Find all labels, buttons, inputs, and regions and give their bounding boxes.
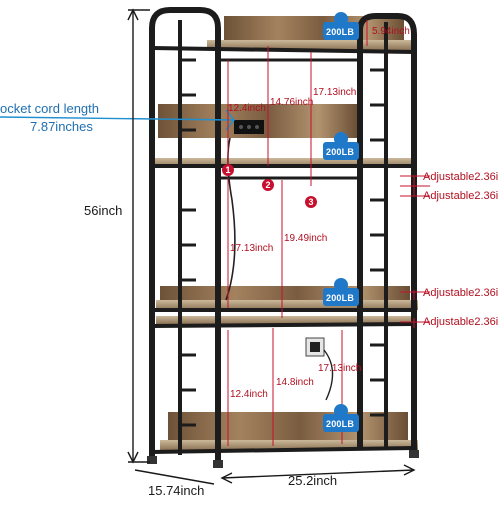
lower-power-cord (323, 349, 334, 401)
weight-badge-icon (323, 12, 359, 40)
weight-badge-icon (323, 404, 359, 432)
third-shelf-edge (156, 300, 418, 310)
weight-badge-icon (323, 132, 359, 160)
frame-rails (151, 46, 415, 454)
capacity-label-top: 200LB (326, 27, 355, 37)
capacity-label-bottom: 200LB (326, 419, 355, 429)
dim-17-13-top: 17.13inch (313, 87, 357, 98)
inner-dimensions (227, 20, 430, 446)
socket-cord-leader (0, 109, 235, 131)
power-socket-icon (234, 120, 264, 134)
adjustable-label-4: Adjustable2.36i (423, 316, 499, 328)
top-shelf-edge (207, 40, 415, 50)
adjustable-label-1: Adjustable2.36i (423, 171, 499, 183)
lower-socket-icon (305, 337, 325, 357)
dim-17-13-bottom: 17.13inch (318, 363, 362, 374)
dim-12-4-bottom: 12.4inch (230, 389, 268, 400)
capacity-label-second: 200LB (326, 147, 355, 157)
overall-dimensions (127, 8, 416, 485)
top-gap-label: 5.94inch (372, 26, 410, 37)
width-label: 25.2inch (288, 473, 338, 488)
adjustable-label-2: Adjustable2.36i (423, 190, 499, 202)
metal-frame (149, 7, 417, 462)
bottom-shelf-edge (160, 440, 418, 450)
marker-2: 2 (262, 179, 274, 191)
depth-label: 15.74inch (148, 483, 205, 498)
fourth-shelf-edge (156, 316, 414, 324)
ladder-rungs (180, 58, 386, 427)
left-front-upright (149, 7, 221, 462)
capacity-label-third: 200LB (326, 293, 355, 303)
marker-3: 3 (305, 196, 317, 208)
dim-19-49: 19.49inch (284, 233, 328, 244)
overall-height-label: 56inch (84, 203, 123, 218)
leveling-feet (147, 450, 419, 468)
dim-14-8: 14.8inch (276, 377, 314, 388)
weight-badges (323, 12, 359, 432)
dim-12-4-top: 12.4inch (228, 103, 266, 114)
socket-cord-label: ocket cord length (0, 101, 100, 116)
dim-14-76: 14.76inch (270, 97, 314, 108)
weight-badge-icon (323, 278, 359, 306)
second-shelf-edge (152, 158, 414, 168)
dim-17-13-mid: 17.13inch (230, 243, 274, 254)
marker-1: 1 (222, 164, 234, 176)
socket-cord-value: 7.87inches (30, 119, 93, 134)
adjustable-label-3: Adjustable2.36i (423, 287, 499, 299)
right-front-upright (357, 13, 417, 452)
